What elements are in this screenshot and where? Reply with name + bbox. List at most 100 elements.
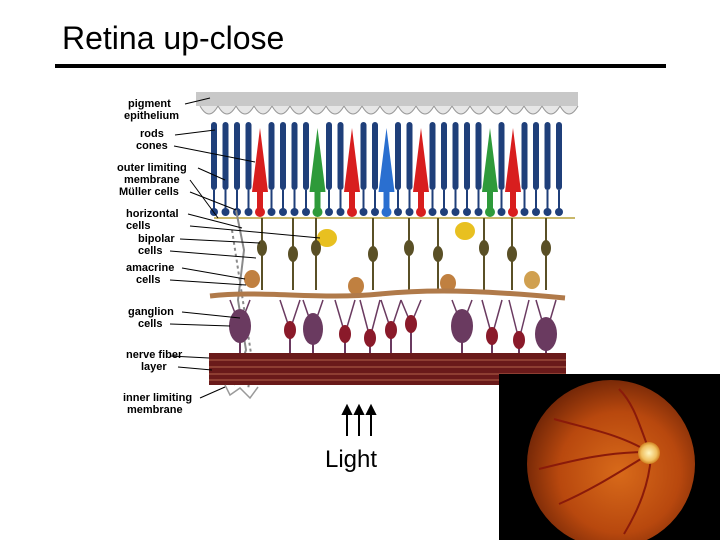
rod-cell [211,122,217,190]
rod-cell [453,122,459,190]
ganglion-cell [405,315,417,333]
fundus-photo-icon [499,374,720,540]
ganglion-cell [284,321,296,339]
pigment-epithelium-cell [452,106,470,114]
rod-nucleus [325,208,333,216]
rod-nucleus [360,208,368,216]
cone-nucleus [255,207,265,217]
pigment-epithelium-scallops [200,106,578,114]
pigment-epithelium-cell [506,106,524,114]
cone-nucleus [508,207,518,217]
rod-nucleus [245,208,253,216]
label-amacrine-cells: amacrinecells [126,262,174,286]
amacrine-cell [244,270,260,288]
cone-cell [310,128,326,192]
bipolar-cell [257,240,267,256]
cone-cell [379,128,395,192]
rod-cell [464,122,470,190]
rod-nucleus [555,208,563,216]
bipolar-cell [541,240,551,256]
photoreceptor-layer [210,122,563,217]
rod-nucleus [394,208,402,216]
ganglion-cell [385,321,397,339]
ganglion-cell [364,329,376,347]
pigment-epithelium-cell [290,106,308,114]
bipolar-cell [479,240,489,256]
rod-nucleus [532,208,540,216]
rod-cell [522,122,528,190]
rod-nucleus [429,208,437,216]
rod-nucleus [337,208,345,216]
rod-nucleus [452,208,460,216]
ganglion-cell [229,309,251,343]
cone-nucleus [347,207,357,217]
rod-cell [430,122,436,190]
label-pigment-epithelium: pigmentepithelium [124,98,179,122]
pigment-epithelium-cell [308,106,326,114]
pigment-epithelium-cell [416,106,434,114]
pigment-epithelium-cell [200,106,218,114]
horizontal-cell [455,222,475,240]
bipolar-cell [288,246,298,262]
rod-cell [246,122,252,190]
pigment-epithelium-cell [254,106,272,114]
pigment-epithelium-cell [380,106,398,114]
bipolar-cell [311,240,321,256]
label-muller-cells: Müller cells [119,186,179,198]
pigment-epithelium-cell [560,106,578,114]
ganglion-cell [535,317,557,351]
cone-cell [413,128,429,192]
rod-nucleus [291,208,299,216]
pigment-epithelium-cell [542,106,560,114]
fundus-photo [499,374,720,540]
cone-nucleus [382,207,392,217]
pigment-epithelium-cell [434,106,452,114]
rod-cell [407,122,413,190]
rod-cell [476,122,482,190]
pigment-epithelium-cell [218,106,236,114]
pigment-epithelium-band [196,92,578,106]
bipolar-cell [433,246,443,262]
rod-nucleus [544,208,552,216]
ganglion-cell [339,325,351,343]
amacrine-cell [524,271,540,289]
inner-plexiform-layer [210,291,565,298]
cone-nucleus [416,207,426,217]
light-label: Light [325,446,377,474]
label-rods-cones: rodscones [136,128,168,152]
label-outer-limiting-membrane: outer limitingmembrane [117,162,187,186]
rod-nucleus [268,208,276,216]
rod-cell [361,122,367,190]
label-ganglion-cells: ganglioncells [128,306,174,330]
ganglion-cell [451,309,473,343]
rod-nucleus [279,208,287,216]
rod-nucleus [463,208,471,216]
light-arrows-icon [343,406,375,436]
cone-cell [482,128,498,192]
rod-cell [545,122,551,190]
rod-cell [326,122,332,190]
rod-cell [556,122,562,190]
bipolar-cell-layer [257,218,551,290]
rod-nucleus [406,208,414,216]
bipolar-cell [404,240,414,256]
rod-cell [234,122,240,190]
rod-cell [395,122,401,190]
pigment-epithelium-cell [488,106,506,114]
bipolar-cell [507,246,517,262]
pigment-epithelium-cell [398,106,416,114]
rod-nucleus [475,208,483,216]
rod-nucleus [440,208,448,216]
rod-cell [280,122,286,190]
ganglion-cell [486,327,498,345]
amacrine-cell [348,277,364,295]
pigment-epithelium-cell [272,106,290,114]
rod-nucleus [302,208,310,216]
inner-limiting-membrane [225,385,258,398]
rod-nucleus [222,208,230,216]
